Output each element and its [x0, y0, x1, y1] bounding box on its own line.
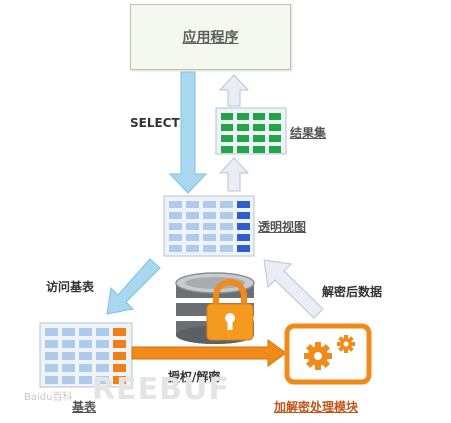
result-cell [269, 146, 281, 153]
result-cell [269, 135, 281, 142]
base-cell [96, 376, 109, 384]
base-cell [113, 340, 126, 348]
base-cell [113, 364, 126, 372]
base-cell [113, 376, 126, 384]
view-cell [203, 212, 216, 219]
access-base-arrow [106, 258, 161, 315]
result-cell [237, 135, 249, 142]
result-cell [221, 113, 233, 120]
base-cell [79, 328, 92, 336]
result-cell [253, 135, 265, 142]
result-cell [237, 146, 249, 153]
authorize-arrow [131, 339, 287, 367]
result-cell [269, 113, 281, 120]
access-base-table-label: 访问基表 [46, 280, 95, 294]
select-arrow [168, 71, 208, 194]
base-cell [79, 340, 92, 348]
base-cell [113, 352, 126, 360]
view-cell [169, 234, 182, 241]
base-cell [62, 376, 75, 384]
result-cell [269, 124, 281, 131]
view-cell [169, 201, 182, 208]
view-cell [169, 212, 182, 219]
crypto-module-box [284, 323, 372, 385]
select-label: SELECT [130, 116, 180, 130]
view-cell [186, 245, 199, 252]
decrypted-data-label: 解密后数据 [322, 285, 383, 299]
result-cell [237, 113, 249, 120]
view-cell [237, 212, 250, 219]
view-cell [203, 201, 216, 208]
view-cell [186, 201, 199, 208]
watermark-text: REEBUF [92, 372, 230, 407]
watermark-small: Baidu百科 [24, 392, 73, 403]
result-cell [253, 146, 265, 153]
view-cell [220, 223, 233, 230]
application-label: 应用程序 [182, 30, 239, 46]
view-cell [237, 201, 250, 208]
view-cell [220, 201, 233, 208]
view-cell [220, 212, 233, 219]
base-cell [96, 340, 109, 348]
base-cell [62, 328, 75, 336]
base-cell [96, 328, 109, 336]
view-cell [237, 234, 250, 241]
view-cell [169, 223, 182, 230]
transparent-view-label: 透明视图 [258, 220, 307, 234]
base-cell [96, 364, 109, 372]
result-cell [221, 135, 233, 142]
result-cell [253, 124, 265, 131]
base-cell [79, 364, 92, 372]
authorize-decrypt-label: 授权/解密 [168, 370, 221, 384]
gear-icon-small [337, 335, 355, 353]
decrypted-data-arrow [263, 259, 324, 319]
view-cell [203, 234, 216, 241]
result-cell [253, 113, 265, 120]
view-cell [169, 245, 182, 252]
base-cell [79, 352, 92, 360]
view-cell [186, 223, 199, 230]
result-cell [237, 124, 249, 131]
view-cell [186, 212, 199, 219]
base-cell [45, 352, 58, 360]
result-set-label: 结果集 [290, 126, 327, 140]
base-cell [45, 328, 58, 336]
view-cell [220, 234, 233, 241]
base-cell [113, 328, 126, 336]
view-cell [220, 245, 233, 252]
up-arrow-result [218, 74, 250, 107]
base-cell [45, 364, 58, 372]
view-cell [186, 234, 199, 241]
base-table-label: 基表 [72, 400, 97, 414]
view-cell [237, 245, 250, 252]
base-cell [62, 340, 75, 348]
base-cell [96, 352, 109, 360]
result-cell [221, 124, 233, 131]
crypto-module-label: 加解密处理模块 [274, 400, 359, 414]
view-cell [203, 223, 216, 230]
base-cell [45, 340, 58, 348]
view-cell [203, 245, 216, 252]
view-cell [237, 223, 250, 230]
up-arrow-view [218, 157, 250, 192]
base-cell [79, 376, 92, 384]
base-cell [45, 376, 58, 384]
base-cell [62, 364, 75, 372]
base-cell [62, 352, 75, 360]
result-cell [221, 146, 233, 153]
application-box: 应用程序 [130, 4, 291, 70]
lock-icon [206, 279, 254, 341]
gear-icon-large [304, 342, 332, 370]
